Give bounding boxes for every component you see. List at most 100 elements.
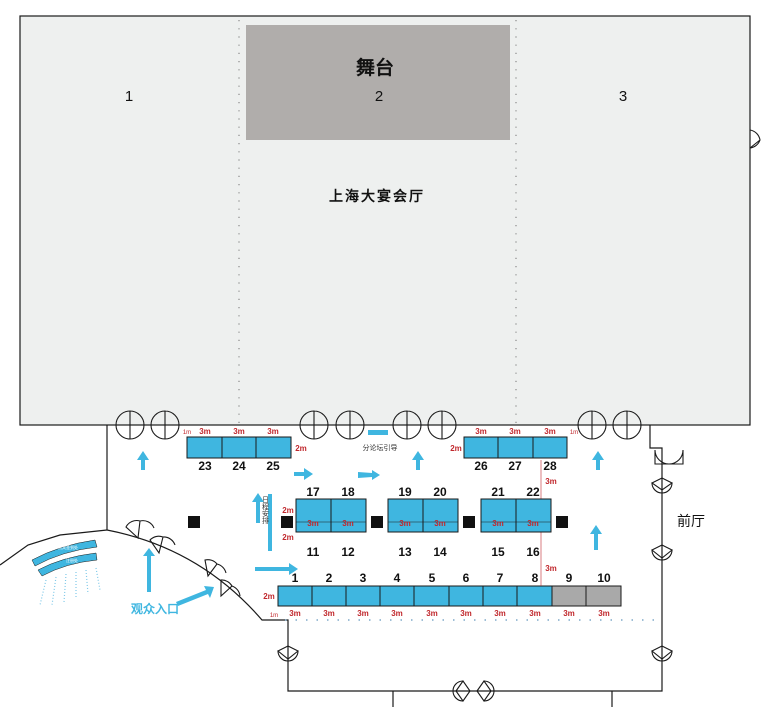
booth-number: 2 (326, 571, 333, 585)
forum-guide-sign (368, 430, 388, 435)
dimension-label: 3m (199, 427, 211, 436)
pillars (188, 516, 568, 528)
booth-number: 27 (508, 459, 522, 473)
dimension-label: 3m (460, 609, 472, 618)
booth-18[interactable] (330, 498, 367, 533)
foyer-wall-curve (106, 529, 663, 692)
dimension-label: 3m (399, 519, 411, 528)
booth-26[interactable] (463, 436, 499, 459)
arrow-up-icon (412, 451, 424, 470)
booth-number: 18 (341, 485, 355, 499)
arrow-right-icon (255, 563, 298, 575)
arrow-up-icon (143, 548, 155, 592)
dimension-label: 3m (494, 609, 506, 618)
dimension-label: 3m (391, 609, 403, 618)
doors-top (115, 410, 642, 440)
arrow-up-icon (592, 451, 604, 470)
booth-row-top-right: 26 27 28 3m 3m 3m 1m 2m 3m 3m (450, 427, 578, 586)
booth-number: 16 (526, 545, 540, 559)
booth-3[interactable] (345, 585, 381, 607)
doors-entrance (125, 519, 241, 598)
booth-number: 1 (292, 571, 299, 585)
booth-number: 5 (429, 571, 436, 585)
forum-guide-label: 分论坛引导 (363, 443, 398, 452)
booth-9[interactable] (551, 585, 587, 607)
dimension-label: 3m (289, 609, 301, 618)
dimension-label: 3m (323, 609, 335, 618)
booth-number: 14 (433, 545, 447, 559)
dimension-label: 3m (267, 427, 279, 436)
booth-number: 8 (532, 571, 539, 585)
schedule-board (268, 494, 272, 551)
registration-area: 贵宾签到处 注册处 (31, 539, 101, 606)
booth-number: 4 (394, 571, 401, 585)
booth-number: 7 (497, 571, 504, 585)
booth-number: 21 (491, 485, 505, 499)
dimension-label: 3m (475, 427, 487, 436)
stage-label: 舞台 (356, 56, 394, 79)
vip-signin-label: 贵宾签到处 (58, 544, 78, 550)
booth-number: 13 (398, 545, 412, 559)
dimension-label: 2m (282, 506, 294, 515)
booth-number: 20 (433, 485, 447, 499)
booth-23[interactable] (186, 436, 223, 459)
arrow-up-icon (252, 493, 264, 523)
stage (246, 25, 510, 140)
booth-row-bottom: 1 2 3 4 5 6 7 8 9 10 3m 3m 3m 3m 3m 3m 3… (263, 571, 622, 619)
booth-10[interactable] (585, 585, 622, 607)
booth-number: 12 (341, 545, 355, 559)
booth-20[interactable] (422, 498, 459, 533)
booth-number: 17 (306, 485, 320, 499)
booth-25[interactable] (255, 436, 292, 459)
schedule-label: 日程安排 (262, 496, 270, 525)
booth-27[interactable] (497, 436, 534, 459)
booth-28[interactable] (532, 436, 568, 459)
booth-7[interactable] (482, 585, 518, 607)
dimension-label: 3m (434, 519, 446, 528)
dimension-label: 3m (233, 427, 245, 436)
hall-section-3: 3 (619, 88, 627, 105)
dimension-label: 2m (282, 533, 294, 542)
arrow-right-icon (358, 470, 380, 480)
arrow-right-icon (294, 468, 313, 480)
booth-number: 9 (566, 571, 573, 585)
registration-label: 注册处 (66, 557, 78, 563)
pillar (281, 516, 293, 528)
pillar (463, 516, 475, 528)
dimension-label: 3m (492, 519, 504, 528)
arrow-right-icon (176, 586, 214, 606)
dimension-label: 1m (570, 430, 578, 436)
booth-number: 24 (232, 459, 246, 473)
hall-section-2: 2 (375, 88, 383, 105)
booth-number: 22 (526, 485, 540, 499)
pillar (371, 516, 383, 528)
pillar (556, 516, 568, 528)
dimension-label: 3m (563, 609, 575, 618)
booth-number: 23 (198, 459, 212, 473)
dimension-label: 3m (342, 519, 354, 528)
booth-24[interactable] (221, 436, 257, 459)
dimension-label: 3m (527, 519, 539, 528)
dimension-label: 3m (307, 519, 319, 528)
booth-4[interactable] (379, 585, 415, 607)
booth-number: 6 (463, 571, 470, 585)
dimension-label: 2m (295, 444, 307, 453)
booth-2[interactable] (311, 585, 347, 607)
registration-wall (0, 529, 108, 566)
booth-1[interactable] (277, 585, 313, 607)
dimension-label: 2m (450, 444, 462, 453)
booth-6[interactable] (448, 585, 484, 607)
arrow-up-icon (137, 451, 149, 470)
doors-bottom (452, 680, 495, 702)
booth-5[interactable] (413, 585, 450, 607)
dimension-label: 3m (357, 609, 369, 618)
booth-22[interactable] (515, 498, 552, 533)
booth-8[interactable] (516, 585, 553, 607)
dimension-label: 3m (545, 477, 557, 486)
foyer-wall-right (649, 425, 663, 620)
dimension-label: 2m (263, 592, 275, 601)
booth-number: 25 (266, 459, 280, 473)
booth-number: 11 (307, 545, 320, 559)
dimension-label: 3m (545, 564, 557, 573)
